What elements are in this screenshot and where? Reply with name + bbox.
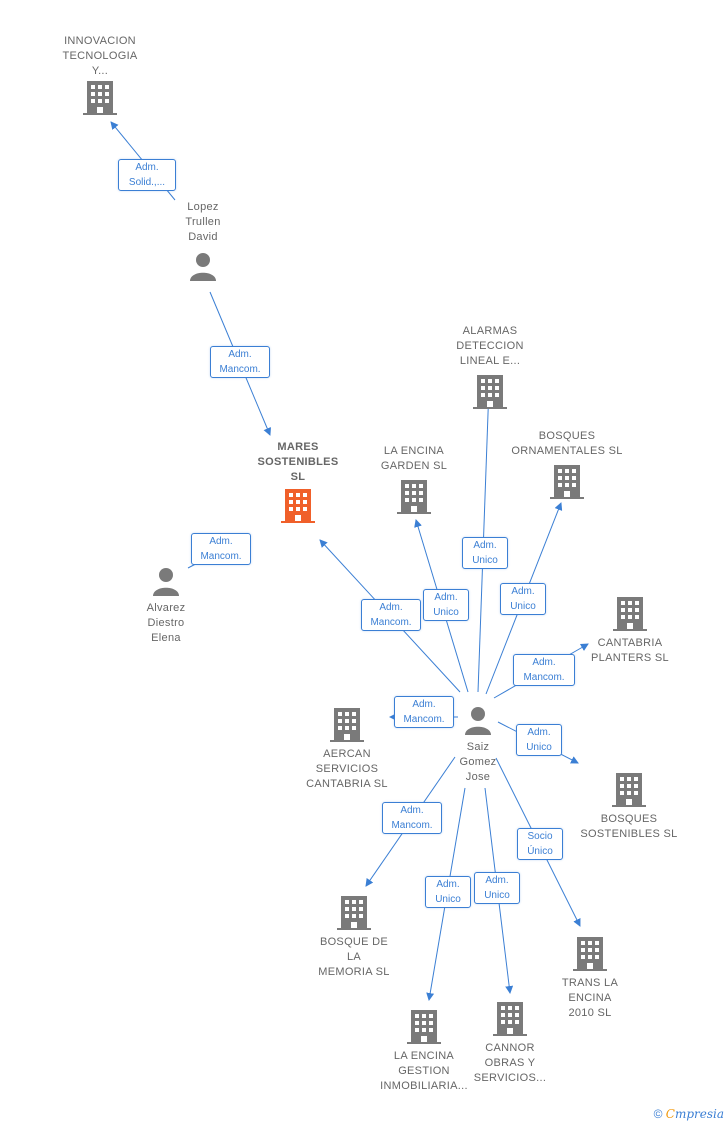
person-node-saiz[interactable]: Saiz Gomez Jose [445, 705, 511, 785]
company-label: BOSQUE DE LA MEMORIA SL [318, 936, 390, 978]
building-icon [613, 595, 647, 636]
edge-role-badge[interactable]: Adm. Mancom. [513, 654, 575, 686]
edge-role-badge[interactable]: Adm. Unico [474, 872, 520, 904]
building-icon [281, 487, 315, 528]
person-icon [463, 705, 493, 740]
edge-role-badge[interactable]: Adm. Mancom. [394, 696, 454, 728]
person-label: Saiz Gomez Jose [459, 741, 497, 783]
company-node-mares-focus[interactable]: MARES SOSTENIBLES SL [243, 440, 353, 528]
company-label: ALARMAS DETECCION LINEAL E... [456, 325, 524, 367]
company-node-bosques-sostenibles[interactable]: BOSQUES SOSTENIBLES SL [574, 771, 684, 842]
building-icon [550, 463, 584, 504]
edge-role-badge[interactable]: Adm. Unico [462, 537, 508, 569]
copyright-icon: © [653, 1107, 663, 1121]
building-icon [493, 1000, 527, 1041]
edge-role-badge[interactable]: Adm. Unico [516, 724, 562, 756]
person-node-lopez[interactable]: Lopez Trullen David [163, 200, 243, 286]
building-icon [573, 935, 607, 976]
building-icon [397, 478, 431, 519]
building-icon [330, 706, 364, 747]
company-label: MARES SOSTENIBLES SL [257, 441, 339, 483]
edge-role-badge[interactable]: Adm. Mancom. [210, 346, 270, 378]
company-label: BOSQUES SOSTENIBLES SL [580, 813, 678, 840]
company-label: TRANS LA ENCINA 2010 SL [561, 977, 619, 1019]
edge-role-badge[interactable]: Adm. Mancom. [382, 802, 442, 834]
company-label: INNOVACION TECNOLOGIA Y... [62, 35, 138, 77]
person-node-alvarez[interactable]: Alvarez Diestro Elena [126, 566, 206, 646]
company-node-alarmas[interactable]: ALARMAS DETECCION LINEAL E... [440, 324, 540, 414]
person-icon [151, 566, 181, 601]
company-label: CANTABRIA PLANTERS SL [591, 637, 669, 664]
company-node-la-encina-garden[interactable]: LA ENCINA GARDEN SL [364, 444, 464, 519]
company-node-bosque-memoria[interactable]: BOSQUE DE LA MEMORIA SL [304, 894, 404, 980]
company-label: LA ENCINA GARDEN SL [380, 445, 448, 472]
edge-role-badge[interactable]: Adm. Unico [500, 583, 546, 615]
edge-role-badge[interactable]: Adm. Mancom. [191, 533, 251, 565]
company-label: LA ENCINA GESTION INMOBILIARIA... [380, 1050, 468, 1092]
company-node-trans-la-encina[interactable]: TRANS LA ENCINA 2010 SL [545, 935, 635, 1021]
brand-logo: Cmpresia [665, 1107, 724, 1121]
edge-role-badge[interactable]: Adm. Mancom. [361, 599, 421, 631]
building-icon [407, 1008, 441, 1049]
company-label: BOSQUES ORNAMENTALES SL [511, 430, 623, 457]
company-node-cannor[interactable]: CANNOR OBRAS Y SERVICIOS... [462, 1000, 558, 1086]
edge-role-badge[interactable]: Adm. Solid.,... [118, 159, 176, 191]
company-label: AERCAN SERVICIOS CANTABRIA SL [306, 748, 388, 790]
person-label: Alvarez Diestro Elena [146, 602, 186, 644]
company-node-aercan[interactable]: AERCAN SERVICIOS CANTABRIA SL [297, 706, 397, 792]
company-node-innovacion[interactable]: INNOVACION TECNOLOGIA Y... [50, 34, 150, 120]
edge-role-badge[interactable]: Socio Único [517, 828, 563, 860]
company-label: CANNOR OBRAS Y SERVICIOS... [473, 1042, 547, 1084]
person-label: Lopez Trullen David [185, 201, 221, 243]
footer-brand: © Cmpresia [654, 1107, 724, 1121]
company-node-bosques-ornamentales[interactable]: BOSQUES ORNAMENTALES SL [507, 429, 627, 504]
building-icon [473, 373, 507, 414]
building-icon [612, 771, 646, 812]
building-icon [83, 79, 117, 120]
edge-role-badge[interactable]: Adm. Unico [423, 589, 469, 621]
building-icon [337, 894, 371, 935]
company-node-la-encina-gestion[interactable]: LA ENCINA GESTION INMOBILIARIA... [368, 1008, 480, 1094]
person-icon [188, 251, 218, 286]
edge-role-badge[interactable]: Adm. Unico [425, 876, 471, 908]
company-node-cantabria-planters[interactable]: CANTABRIA PLANTERS SL [580, 595, 680, 666]
